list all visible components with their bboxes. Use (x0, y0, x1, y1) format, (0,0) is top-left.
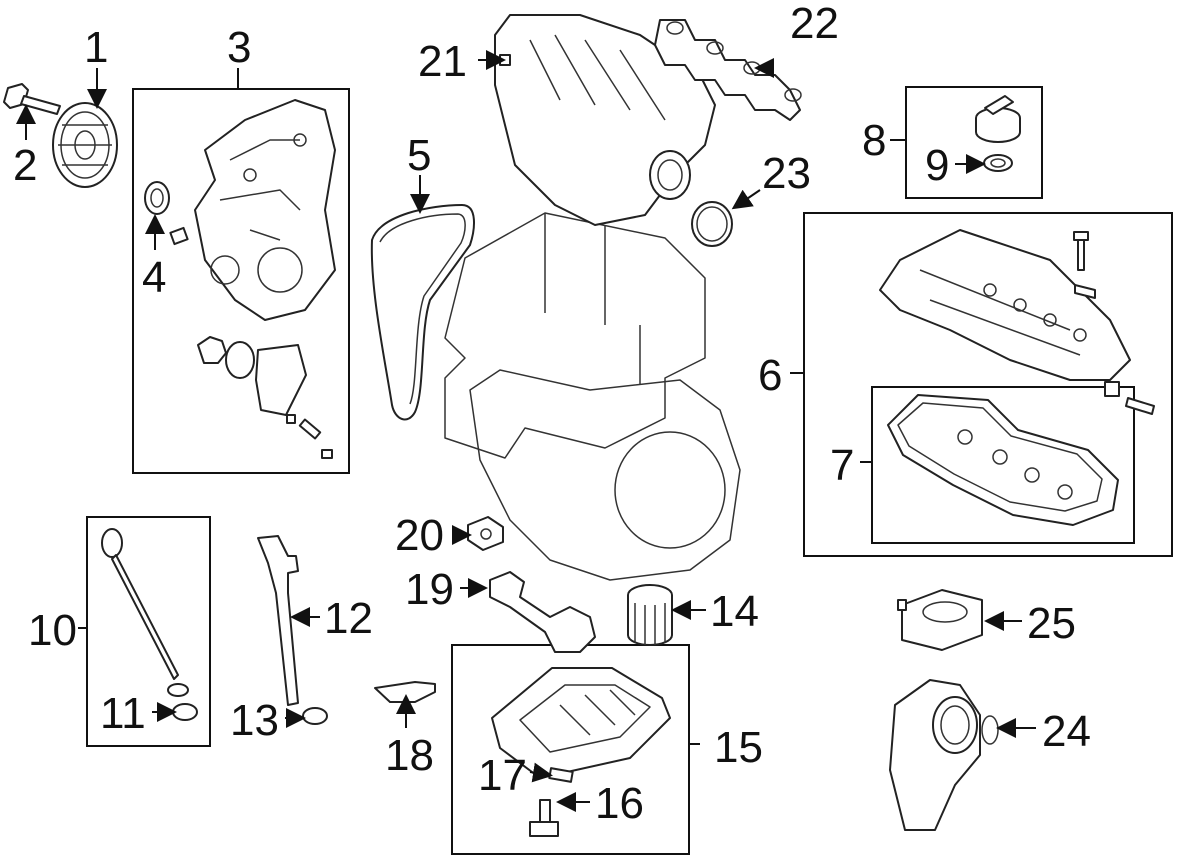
group-box-7 (871, 386, 1135, 544)
tube-o-ring-part (302, 707, 328, 725)
throttle-gasket-part (691, 201, 733, 247)
callout-7: 7 (830, 441, 854, 490)
callout-22: 22 (790, 0, 839, 48)
crank-pulley-part (52, 102, 118, 188)
callout-21: 21 (418, 37, 467, 86)
dipstick-tube-part (257, 535, 299, 706)
callout-24: 24 (1042, 707, 1091, 756)
callout-14: 14 (710, 587, 759, 636)
callout-4: 4 (142, 253, 166, 302)
group-box-3 (132, 88, 350, 474)
callout-12: 12 (324, 594, 373, 643)
callout-18: 18 (385, 731, 434, 780)
callout-19: 19 (405, 565, 454, 614)
callout-17: 17 (478, 751, 527, 800)
callout-20: 20 (395, 511, 444, 560)
intake-gasket-part (654, 19, 802, 121)
oil-filler-cap-part (975, 95, 1021, 143)
callout-2: 2 (13, 141, 37, 190)
callout-9: 9 (925, 141, 949, 190)
valve-cover-part (879, 229, 1155, 415)
oil-cap-seal-part (983, 154, 1013, 172)
callout-25: 25 (1027, 599, 1076, 648)
group-box-10 (86, 516, 211, 747)
group-box-8 (905, 86, 1043, 199)
dipstick-part (101, 528, 179, 680)
callout-8: 8 (862, 116, 886, 165)
crank-bolt-part (3, 83, 61, 115)
valve-cover-gasket-part (887, 394, 1119, 526)
bracket-part (374, 681, 436, 703)
callout-6: 6 (758, 351, 782, 400)
timing-cover-part (194, 99, 336, 321)
callout-5: 5 (407, 131, 431, 180)
pickup-gasket-part (467, 516, 504, 551)
callout-11: 11 (100, 689, 146, 738)
front-seal-part (144, 181, 189, 246)
intake-manifold-part (494, 14, 716, 226)
throttle-body-part (889, 679, 999, 831)
drain-plug-part (529, 799, 559, 837)
oil-filter-part (627, 584, 673, 646)
callout-1: 1 (84, 23, 108, 72)
timing-chain-part (370, 204, 475, 421)
callout-13: 13 (230, 696, 279, 745)
oil-cooler-part (897, 589, 983, 651)
dipstick-o-rings-part (167, 683, 198, 721)
oil-pump-part (197, 336, 333, 459)
oil-strainer-part (489, 571, 596, 653)
group-box-6 (803, 212, 1173, 557)
leader-lines (15, 50, 1036, 812)
callout-15: 15 (714, 723, 763, 772)
callout-16: 16 (595, 779, 644, 828)
callout-10: 10 (28, 606, 77, 655)
callout-23: 23 (762, 149, 811, 198)
oil-pan-part (491, 667, 671, 779)
callout-3: 3 (227, 23, 251, 72)
engine-block-part (444, 212, 741, 581)
